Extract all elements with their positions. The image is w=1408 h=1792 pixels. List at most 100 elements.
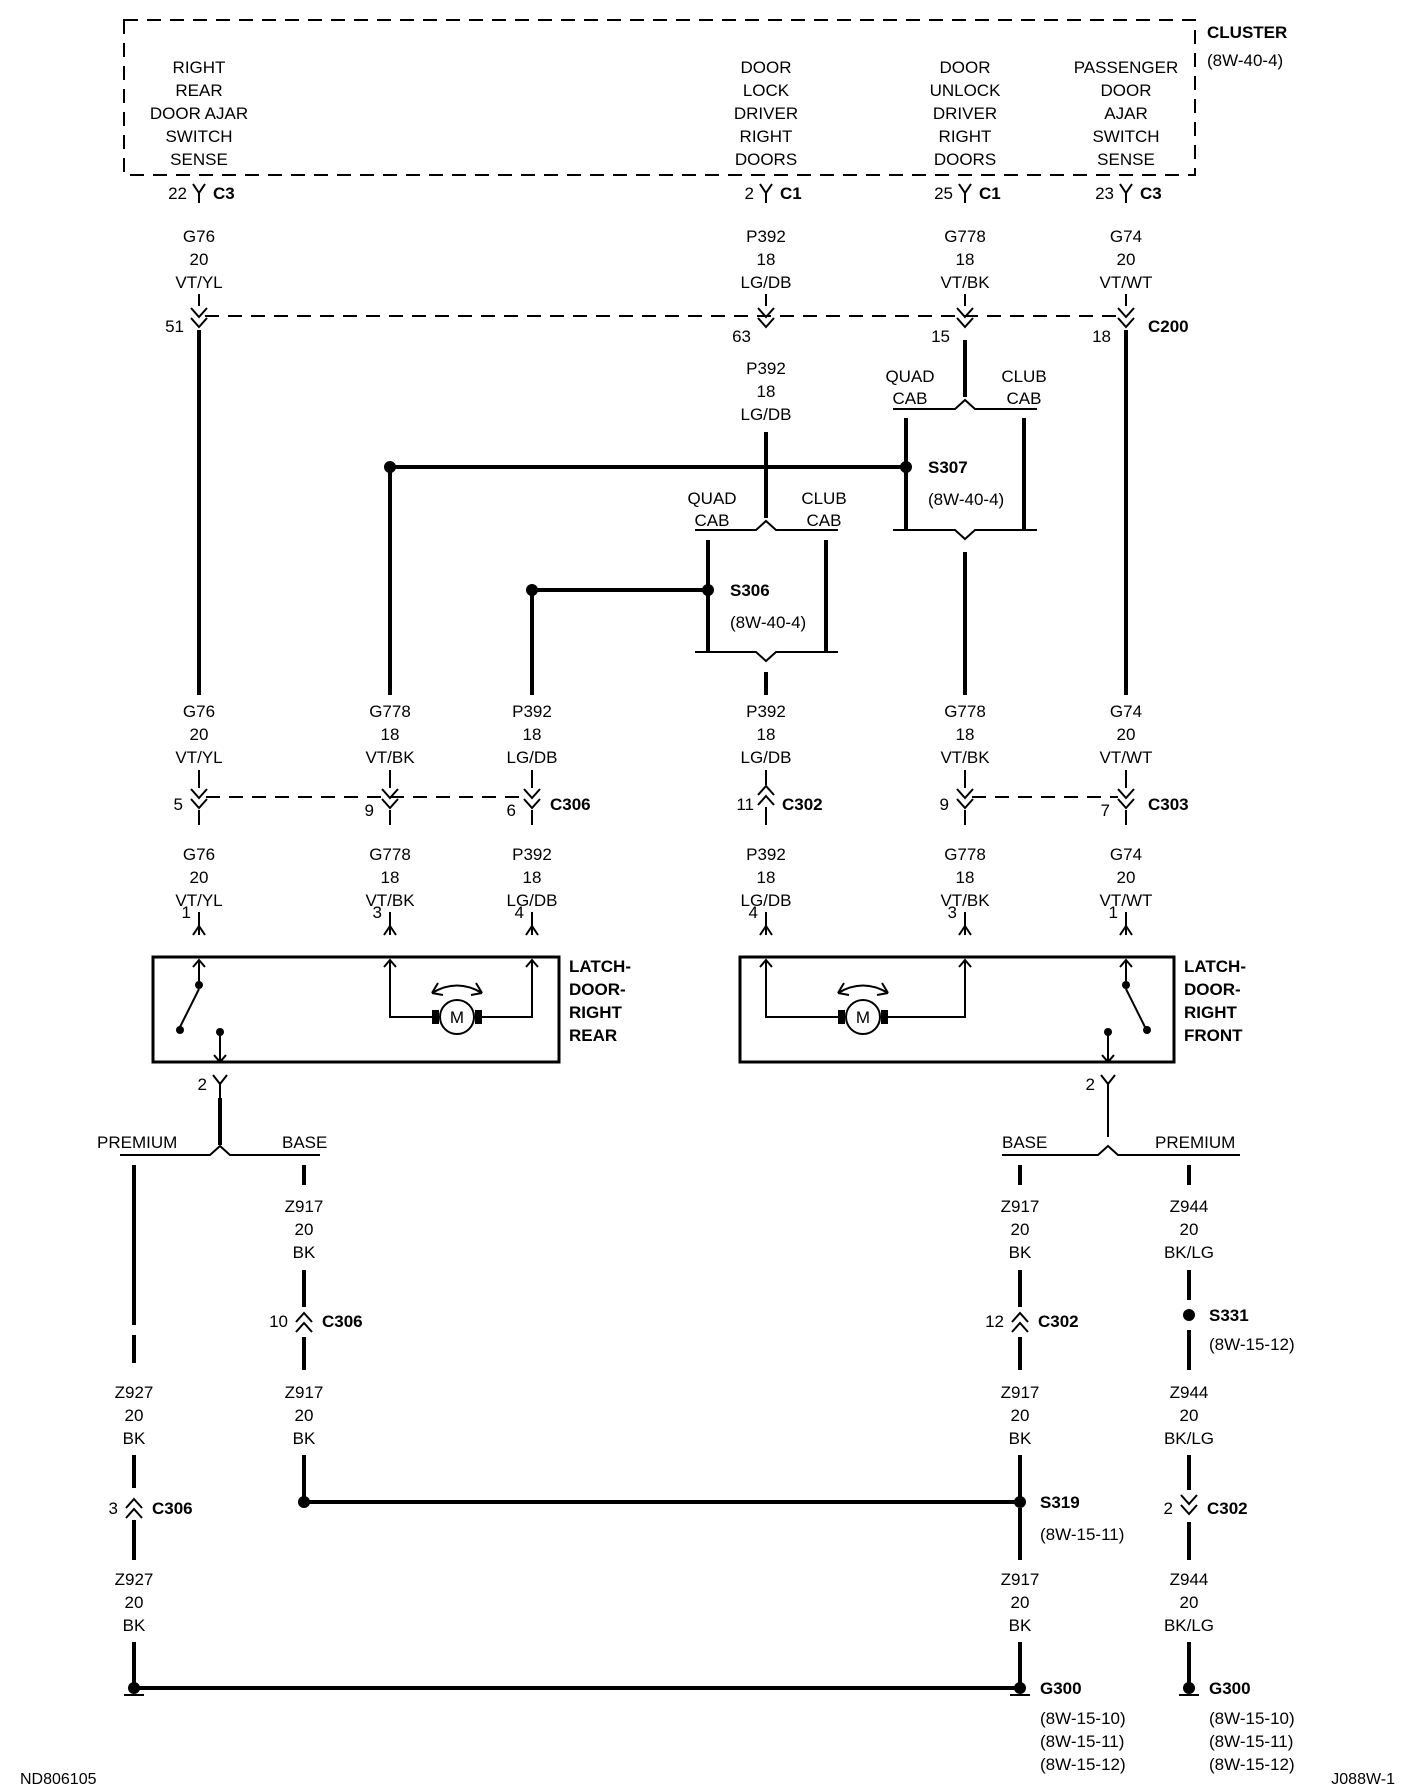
- connectors-lower: 10 C306 12 C302 S331 (8W-15-12): [269, 1270, 1295, 1370]
- svg-text:P392: P392: [746, 845, 786, 864]
- svg-text:VT/WT: VT/WT: [1100, 273, 1153, 292]
- wire-labels-cluster: G76 20 VT/YL P392 18 LG/DB G778 18 VT/BK…: [175, 227, 1152, 292]
- svg-text:18: 18: [956, 868, 975, 887]
- svg-text:G74: G74: [1110, 845, 1142, 864]
- svg-text:PREMIUM: PREMIUM: [97, 1133, 177, 1152]
- cluster-pin-label-door-unlock: DOOR UNLOCK DRIVER RIGHT DOORS: [930, 58, 1002, 169]
- svg-text:(8W-15-11): (8W-15-11): [1209, 1732, 1293, 1751]
- footer-right-code: J088W-1: [1331, 1771, 1395, 1788]
- svg-text:15: 15: [931, 327, 950, 346]
- svg-text:DOORS: DOORS: [934, 150, 996, 169]
- svg-text:RIGHT: RIGHT: [1184, 1003, 1238, 1022]
- svg-text:CLUB: CLUB: [1001, 367, 1046, 386]
- svg-text:11: 11: [736, 795, 754, 814]
- connectors-bottom: 3 C306 S319 (8W-15-11) 2 C302: [109, 1335, 1248, 1560]
- svg-text:SWITCH: SWITCH: [1092, 127, 1159, 146]
- svg-text:S306: S306: [730, 581, 770, 600]
- svg-text:Z927: Z927: [115, 1570, 154, 1589]
- svg-text:Z944: Z944: [1170, 1570, 1209, 1589]
- svg-text:P392: P392: [512, 845, 552, 864]
- cluster-connectors: 22 C3 2 C1 25 C1 23 C3: [168, 183, 1162, 203]
- svg-text:VT/BK: VT/BK: [365, 891, 415, 910]
- svg-text:Z927: Z927: [115, 1383, 154, 1402]
- cluster-ref: (8W-40-4): [1207, 51, 1283, 70]
- svg-text:(8W-15-11): (8W-15-11): [1040, 1525, 1124, 1544]
- svg-text:DOOR: DOOR: [741, 58, 792, 77]
- svg-text:CLUB: CLUB: [801, 489, 846, 508]
- svg-text:LATCH-: LATCH-: [569, 957, 631, 976]
- splice-s306-dot: [702, 584, 714, 596]
- svg-text:G300: G300: [1209, 1679, 1251, 1698]
- svg-text:(8W-40-4): (8W-40-4): [928, 490, 1004, 509]
- svg-text:DOOR: DOOR: [1101, 81, 1152, 100]
- svg-text:RIGHT: RIGHT: [939, 127, 992, 146]
- svg-text:AJAR: AJAR: [1104, 104, 1147, 123]
- splice-dots-upper: [384, 461, 912, 596]
- latch-door-right-front: 4 3 1 M LATCH- DOOR- RIGHT FRONT 2: [738, 903, 1246, 1137]
- svg-text:Z917: Z917: [285, 1197, 324, 1216]
- svg-text:CAB: CAB: [893, 389, 928, 408]
- svg-text:23: 23: [1095, 184, 1114, 203]
- svg-text:VT/YL: VT/YL: [175, 891, 222, 910]
- svg-text:BK: BK: [1009, 1243, 1032, 1262]
- svg-text:BK/LG: BK/LG: [1164, 1616, 1214, 1635]
- svg-text:18: 18: [757, 382, 776, 401]
- ground-g300-rear-dot: [128, 1682, 140, 1694]
- svg-text:20: 20: [1117, 868, 1136, 887]
- svg-text:Z944: Z944: [1170, 1197, 1209, 1216]
- svg-text:20: 20: [1117, 725, 1136, 744]
- splice-s319-end-dot: [298, 1496, 310, 1508]
- wire-label-p392-c200: P392 18 LG/DB: [740, 359, 791, 424]
- svg-text:25: 25: [934, 184, 953, 203]
- svg-text:G76: G76: [183, 845, 215, 864]
- svg-text:RIGHT: RIGHT: [569, 1003, 623, 1022]
- svg-text:VT/YL: VT/YL: [175, 748, 222, 767]
- svg-text:(8W-40-4): (8W-40-4): [730, 613, 806, 632]
- svg-text:C306: C306: [550, 795, 591, 814]
- svg-text:20: 20: [295, 1220, 314, 1239]
- svg-text:5: 5: [174, 795, 183, 814]
- svg-text:4: 4: [515, 903, 524, 922]
- svg-text:Z917: Z917: [1001, 1383, 1040, 1402]
- svg-text:22: 22: [168, 184, 187, 203]
- svg-text:3: 3: [109, 1499, 118, 1518]
- svg-text:VT/BK: VT/BK: [365, 748, 415, 767]
- svg-text:C302: C302: [782, 795, 823, 814]
- splice-labels-upper: S307 (8W-40-4) S306 (8W-40-4): [730, 458, 1004, 632]
- svg-text:UNLOCK: UNLOCK: [930, 81, 1002, 100]
- svg-text:1: 1: [182, 903, 191, 922]
- svg-text:20: 20: [1117, 250, 1136, 269]
- svg-text:DOOR-: DOOR-: [1184, 980, 1241, 999]
- svg-text:S319: S319: [1040, 1493, 1080, 1512]
- svg-text:(8W-15-12): (8W-15-12): [1209, 1755, 1295, 1774]
- ground-g300-a-dot: [1014, 1682, 1026, 1694]
- svg-text:2: 2: [745, 184, 754, 203]
- svg-text:BK: BK: [1009, 1616, 1032, 1635]
- svg-text:C306: C306: [152, 1499, 193, 1518]
- svg-text:Z917: Z917: [1001, 1570, 1040, 1589]
- svg-text:DRIVER: DRIVER: [734, 104, 798, 123]
- svg-text:G74: G74: [1110, 702, 1142, 721]
- svg-text:DOOR: DOOR: [940, 58, 991, 77]
- svg-text:10: 10: [269, 1312, 288, 1331]
- svg-text:RIGHT: RIGHT: [173, 58, 226, 77]
- svg-text:18: 18: [523, 725, 542, 744]
- svg-text:2: 2: [1164, 1499, 1173, 1518]
- svg-text:LG/DB: LG/DB: [740, 273, 791, 292]
- svg-text:DRIVER: DRIVER: [933, 104, 997, 123]
- svg-text:20: 20: [190, 868, 209, 887]
- svg-text:G76: G76: [183, 227, 215, 246]
- svg-text:DOOR-: DOOR-: [569, 980, 626, 999]
- svg-text:20: 20: [1180, 1406, 1199, 1425]
- svg-text:18: 18: [757, 250, 776, 269]
- svg-text:REAR: REAR: [175, 81, 222, 100]
- wire-labels-bottom-2: Z927 20 BK Z917 20 BK Z944 20 BK/LG: [115, 1570, 1214, 1635]
- svg-text:C200: C200: [1148, 317, 1189, 336]
- svg-text:20: 20: [1011, 1593, 1030, 1612]
- svg-text:Z917: Z917: [285, 1383, 324, 1402]
- svg-text:DOOR AJAR: DOOR AJAR: [150, 104, 248, 123]
- splice-s331-dot: [1183, 1309, 1195, 1321]
- svg-text:BK: BK: [123, 1616, 146, 1635]
- svg-text:2: 2: [198, 1075, 207, 1094]
